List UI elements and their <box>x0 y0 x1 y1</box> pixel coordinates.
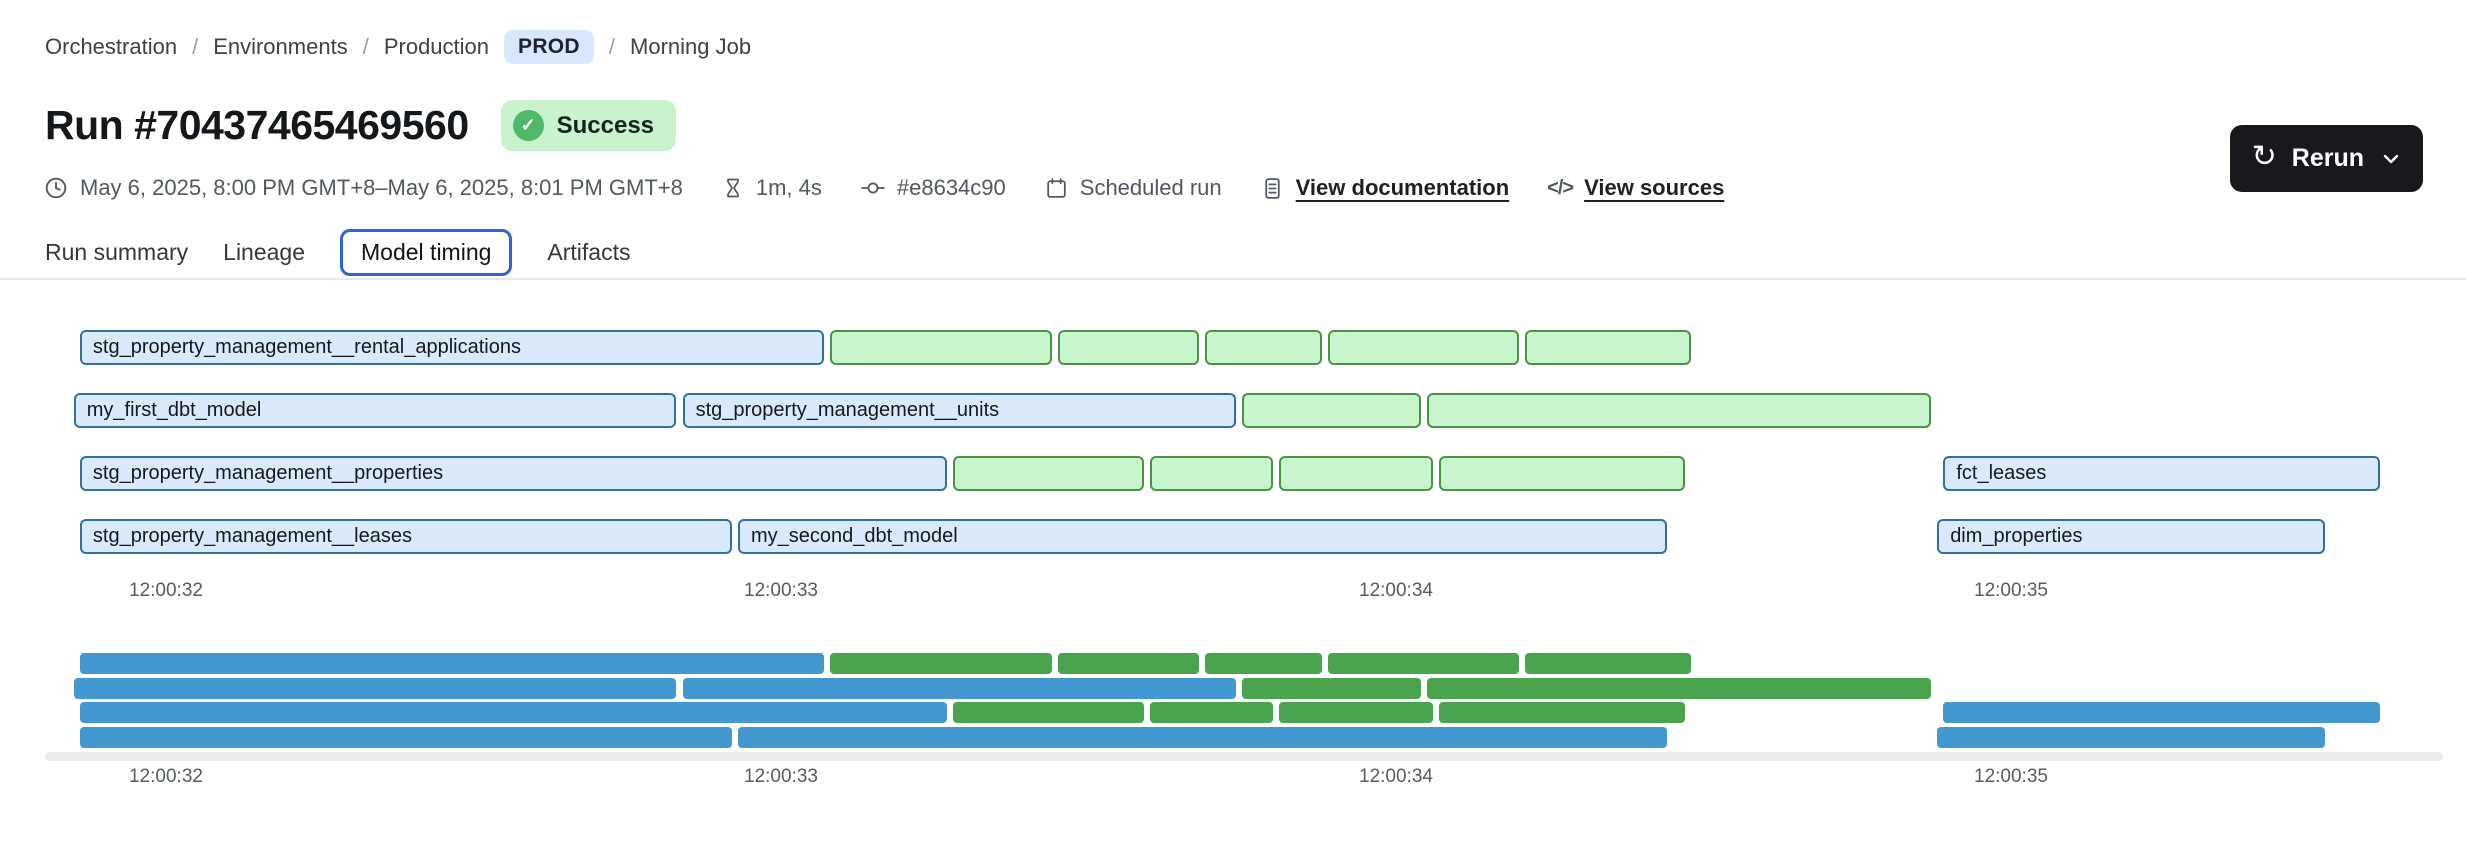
gantt-bar[interactable] <box>1150 456 1273 491</box>
gantt-bar-fct_leases[interactable]: fct_leases <box>1943 456 2380 491</box>
minimap-bar[interactable] <box>1439 702 1686 723</box>
gantt-bar[interactable] <box>1439 456 1686 491</box>
axis-tick-label: 12:00:35 <box>1974 580 2048 601</box>
minimap-bar[interactable] <box>830 653 1052 674</box>
gantt-bar-stg_property_management__units[interactable]: stg_property_management__units <box>682 393 1237 428</box>
gantt-bar[interactable] <box>1328 330 1519 365</box>
gantt-bar[interactable] <box>830 330 1052 365</box>
time-range-text: May 6, 2025, 8:00 PM GMT+8–May 6, 2025, … <box>80 175 683 200</box>
axis-tick-label: 12:00:35 <box>1974 766 2048 787</box>
run-detail-page: Orchestration / Environments / Productio… <box>0 0 2466 787</box>
calendar-icon <box>1047 177 1066 198</box>
run-meta-row: May 6, 2025, 8:00 PM GMT+8–May 6, 2025, … <box>43 175 2466 201</box>
run-time-range: May 6, 2025, 8:00 PM GMT+8–May 6, 2025, … <box>43 175 683 201</box>
breadcrumb-separator: / <box>362 34 369 59</box>
gantt-bar-my_second_dbt_model[interactable]: my_second_dbt_model <box>737 519 1667 554</box>
gantt-bar[interactable] <box>1525 330 1692 365</box>
status-label: Success <box>556 111 655 139</box>
gantt-bar[interactable] <box>1426 393 1932 428</box>
minimap-bar[interactable] <box>737 726 1667 748</box>
gantt-bar[interactable] <box>1279 456 1433 491</box>
duration-text: 1m, 4s <box>755 175 822 200</box>
view-documentation-link[interactable]: View documentation <box>1295 175 1510 200</box>
refresh-icon: ↻ <box>2251 140 2277 173</box>
axis-tick-label: 12:00:34 <box>1359 580 1433 601</box>
minimap-bar[interactable] <box>1943 702 2380 723</box>
breadcrumb-orchestration[interactable]: Orchestration <box>45 34 178 59</box>
minimap-bar[interactable] <box>1242 677 1421 699</box>
tab-bar: Run summary Lineage Model timing Artifac… <box>45 229 2466 276</box>
breadcrumb-separator: / <box>608 34 616 59</box>
tab-artifacts[interactable]: Artifacts <box>547 239 631 265</box>
minimap-bar[interactable] <box>953 702 1144 723</box>
run-trigger: Scheduled run <box>1044 175 1222 201</box>
commit-hash: #e8634c90 <box>860 175 1006 201</box>
rerun-label: Rerun <box>2291 144 2364 172</box>
gantt-bar-stg_property_management__properties[interactable]: stg_property_management__properties <box>79 456 948 491</box>
breadcrumb-production[interactable]: Production <box>383 34 490 59</box>
minimap-bar[interactable] <box>1150 702 1273 723</box>
tab-model-timing[interactable]: Model timing <box>340 229 513 276</box>
breadcrumb-morning-job[interactable]: Morning Job <box>630 34 752 59</box>
minimap-bar[interactable] <box>1937 726 2325 748</box>
breadcrumb-separator: / <box>192 34 199 59</box>
minimap-bar[interactable] <box>79 726 732 748</box>
trigger-text: Scheduled run <box>1079 175 1222 200</box>
gantt-bar-my_first_dbt_model[interactable]: my_first_dbt_model <box>73 393 677 428</box>
breadcrumb: Orchestration / Environments / Productio… <box>0 0 2466 64</box>
gantt-bar[interactable] <box>953 456 1144 491</box>
rerun-button[interactable]: ↻ Rerun <box>2229 125 2423 192</box>
breadcrumb-environments[interactable]: Environments <box>213 34 348 59</box>
gantt-bar[interactable] <box>1205 330 1323 365</box>
axis-tick-label: 12:00:33 <box>744 580 818 601</box>
minimap-bar[interactable] <box>682 677 1237 699</box>
run-duration: 1m, 4s <box>721 175 822 201</box>
minimap-bar[interactable] <box>1328 653 1519 674</box>
minimap-bar[interactable] <box>79 653 825 674</box>
minimap-bar[interactable] <box>1057 653 1200 674</box>
minimap-bar[interactable] <box>1525 653 1692 674</box>
page-title: Run #70437465469560 <box>45 102 469 148</box>
gantt-bar-dim_properties[interactable]: dim_properties <box>1937 519 2325 554</box>
minimap-bar[interactable] <box>1279 702 1433 723</box>
clock-icon <box>45 177 67 199</box>
minimap-bar[interactable] <box>1426 677 1932 699</box>
axis-tick-label: 12:00:33 <box>744 766 818 787</box>
axis-tick-label: 12:00:32 <box>129 580 203 601</box>
environment-badge: PROD <box>504 30 594 64</box>
view-sources-link[interactable]: View sources <box>1584 175 1725 200</box>
gantt-bar-stg_property_management__rental_applications[interactable]: stg_property_management__rental_applicat… <box>79 330 825 365</box>
minimap-bar[interactable] <box>1205 653 1323 674</box>
gantt-bar[interactable] <box>1057 330 1200 365</box>
status-badge: ✓ Success <box>500 100 677 151</box>
commit-hash-text: #e8634c90 <box>896 175 1006 200</box>
title-row: Run #70437465469560 ✓ Success <box>45 100 2466 151</box>
view-documentation[interactable]: View documentation <box>1260 175 1510 201</box>
document-icon <box>1265 177 1280 199</box>
tab-run-summary[interactable]: Run summary <box>45 239 189 265</box>
chevron-down-icon <box>2383 154 2399 163</box>
minimap-bar[interactable] <box>79 702 948 723</box>
axis-tick-label: 12:00:32 <box>129 766 203 787</box>
minimap-bar[interactable] <box>73 677 677 699</box>
axis-tick-label: 12:00:34 <box>1359 766 1433 787</box>
horizontal-scrollbar-track[interactable] <box>45 752 2443 761</box>
hourglass-icon <box>726 178 739 198</box>
tabs-divider <box>0 278 2466 280</box>
view-sources[interactable]: </> View sources <box>1547 175 1724 201</box>
gantt-bar-stg_property_management__leases[interactable]: stg_property_management__leases <box>79 519 732 554</box>
success-check-icon: ✓ <box>512 110 544 141</box>
code-icon: </> <box>1547 176 1574 199</box>
tab-lineage[interactable]: Lineage <box>223 239 306 265</box>
gantt-bar[interactable] <box>1242 393 1421 428</box>
commit-icon <box>861 182 885 194</box>
